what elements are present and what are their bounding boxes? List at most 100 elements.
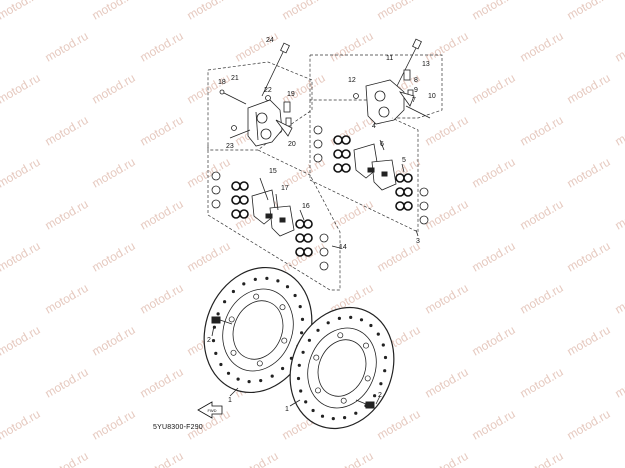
watermark-text: motod.ru: [613, 29, 625, 65]
callout-20: 20: [288, 141, 296, 148]
disc-hole: [383, 355, 388, 360]
diagram-part-code: 5YU8300-F290: [153, 424, 203, 431]
disc-hole: [285, 285, 290, 289]
watermark-text: motod.ru: [613, 197, 625, 233]
caliper-left: [247, 99, 283, 147]
watermark-text: motod.ru: [470, 0, 518, 23]
disc-mount-hole: [315, 387, 321, 394]
callout-3: 3: [416, 238, 420, 245]
disc-hole: [236, 377, 240, 381]
watermark-text: motod.ru: [613, 281, 625, 317]
callout-5: 5: [402, 157, 406, 164]
disc-hole: [300, 317, 305, 321]
watermark-text: motod.ru: [43, 113, 91, 149]
callout-10: 10: [428, 93, 436, 100]
watermark-text: motod.ru: [328, 29, 376, 65]
callout-8: 8: [414, 77, 418, 84]
disc-mount-hole: [363, 342, 369, 349]
watermark-text: motod.ru: [613, 365, 625, 401]
watermark-text: motod.ru: [90, 407, 138, 443]
disc-hole: [331, 417, 335, 421]
watermark-text: motod.ru: [613, 449, 625, 468]
disc-bolt-left: [211, 316, 233, 337]
pistons-left-b: [319, 233, 329, 271]
callout-15: 15: [269, 168, 277, 175]
disc-hole: [299, 389, 303, 393]
disc-hole: [223, 300, 227, 304]
watermark-text: motod.ru: [90, 71, 138, 107]
watermark-text: motod.ru: [138, 449, 186, 468]
watermark-text: motod.ru: [138, 281, 186, 317]
watermark-text: motod.ru: [43, 281, 91, 317]
watermark-text: motod.ru: [565, 407, 613, 443]
watermark-text: motod.ru: [185, 155, 233, 191]
watermark-text: motod.ru: [470, 407, 518, 443]
disc-mount-hole: [340, 397, 347, 404]
fwd-label: FWD: [207, 408, 216, 413]
watermark-text: motod.ru: [518, 29, 566, 65]
disc-hole: [231, 289, 235, 294]
watermark-text: motod.ru: [565, 239, 613, 275]
watermark-text: motod.ru: [90, 239, 138, 275]
brake-pads-left: [251, 189, 295, 237]
disc-hole: [316, 328, 320, 332]
watermark-text: motod.ru: [185, 0, 233, 23]
disc-hole: [359, 318, 364, 322]
watermark-text: motod.ru: [565, 0, 613, 23]
bolt-24: [261, 42, 290, 97]
bleed-screw-8: [399, 69, 415, 107]
callout-1-left: 1: [228, 397, 232, 404]
watermark-text: motod.ru: [280, 0, 328, 23]
watermark-text: motod.ru: [518, 113, 566, 149]
watermark-text: motod.ru: [518, 449, 566, 468]
callout-12: 12: [348, 77, 356, 84]
watermark-text: motod.ru: [43, 449, 91, 468]
watermark-text: motod.ru: [613, 113, 625, 149]
disc-mount-hole: [256, 360, 263, 367]
callout-11: 11: [386, 55, 393, 62]
disc-mount-hole: [281, 337, 288, 344]
disc-mount-hole: [364, 375, 371, 382]
disc-hole: [296, 376, 301, 381]
watermark-text: motod.ru: [565, 323, 613, 359]
disc-hole: [214, 351, 218, 355]
watermark-text: motod.ru: [185, 239, 233, 275]
caliper-right: [365, 79, 405, 125]
bolt-11: [395, 38, 422, 89]
callout-1-right: 1: [285, 406, 289, 413]
disc-hole: [337, 316, 341, 320]
disc-hole: [216, 312, 220, 316]
disc-mount-hole: [230, 349, 237, 356]
watermark-text: motod.ru: [518, 365, 566, 401]
callout-22: 22: [264, 87, 272, 94]
callout-18: 18: [218, 79, 226, 86]
pistons-right-b: [419, 187, 429, 225]
disc-mount-hole: [228, 316, 235, 323]
brake-pads-right: [353, 143, 397, 191]
disc-hole: [307, 338, 311, 342]
disc-hole: [311, 408, 315, 413]
right-seal-kit-group: [309, 100, 429, 237]
right-caliper-group: [309, 38, 443, 125]
disc-hole: [300, 331, 304, 335]
watermark-text: motod.ru: [90, 155, 138, 191]
watermark-text: motod.ru: [470, 323, 518, 359]
watermark-text: motod.ru: [470, 155, 518, 191]
washer-22: [265, 95, 271, 101]
seals-left-a: [231, 181, 249, 219]
watermark-text: motod.ru: [43, 365, 91, 401]
pin-18: [219, 89, 247, 105]
bleed-screw-19: [275, 101, 293, 137]
callout-7: 7: [412, 97, 416, 104]
disc-hole: [376, 332, 380, 336]
disc-hole: [301, 350, 305, 354]
watermark-text: motod.ru: [470, 71, 518, 107]
disc-hole: [242, 282, 246, 286]
disc-hole: [383, 369, 387, 373]
watermark-text: motod.ru: [233, 449, 281, 468]
disc-mount-hole: [279, 304, 286, 311]
disc-mount-hole: [313, 354, 320, 361]
pistons-left: [211, 171, 221, 209]
callout-4: 4: [372, 123, 376, 130]
